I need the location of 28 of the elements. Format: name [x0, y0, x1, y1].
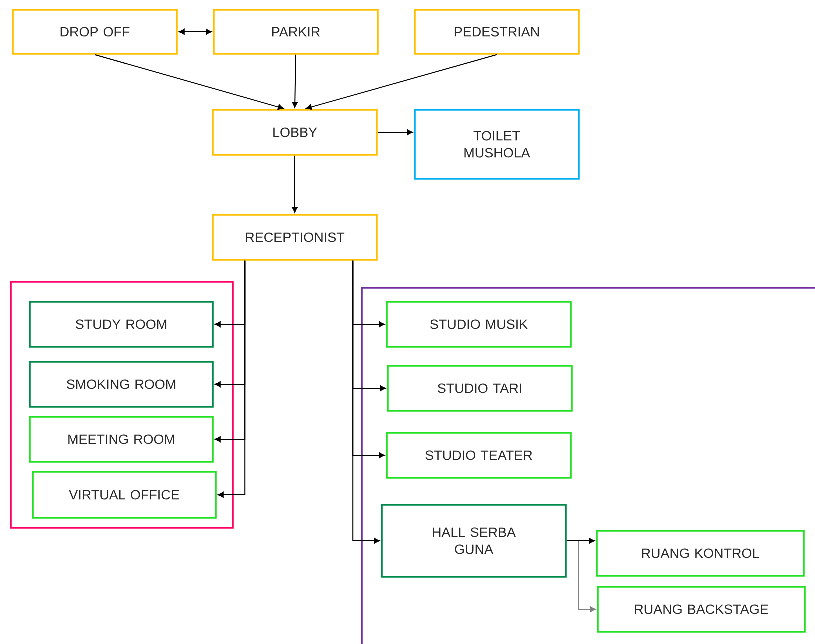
arrow: [94, 54, 284, 110]
arrow: [292, 54, 298, 108]
room-box: STUDIO MUSIK: [386, 301, 572, 348]
room-box: RECEPTIONIST: [212, 214, 378, 261]
room-box: MEETING ROOM: [29, 416, 214, 463]
room-box: STUDIO TARI: [387, 365, 573, 412]
arrow: [377, 130, 414, 136]
room-box: TOILET MUSHOLA: [414, 109, 580, 180]
room-box: PARKIR: [213, 9, 379, 55]
group-box: [10, 281, 234, 529]
room-box: STUDY ROOM: [29, 301, 214, 348]
arrow: [292, 155, 298, 214]
arrow: [578, 540, 596, 612]
room-box: PEDESTRIAN: [414, 9, 580, 55]
arrow: [352, 260, 380, 544]
arrow: [218, 260, 246, 498]
arrow: [566, 538, 596, 544]
room-box: RUANG BACKSTAGE: [597, 586, 806, 633]
arrow: [306, 54, 498, 110]
room-box: RUANG KONTROL: [596, 530, 805, 577]
arrow: [178, 29, 212, 35]
room-box: STUDIO TEATER: [386, 432, 572, 479]
room-box: SMOKING ROOM: [29, 361, 214, 408]
room-box: DROP OFF: [12, 9, 178, 55]
room-box: VIRTUAL OFFICE: [32, 471, 217, 519]
group-box: [361, 287, 815, 644]
room-box: HALL SERBA GUNA: [381, 504, 567, 578]
room-box: LOBBY: [212, 109, 378, 156]
